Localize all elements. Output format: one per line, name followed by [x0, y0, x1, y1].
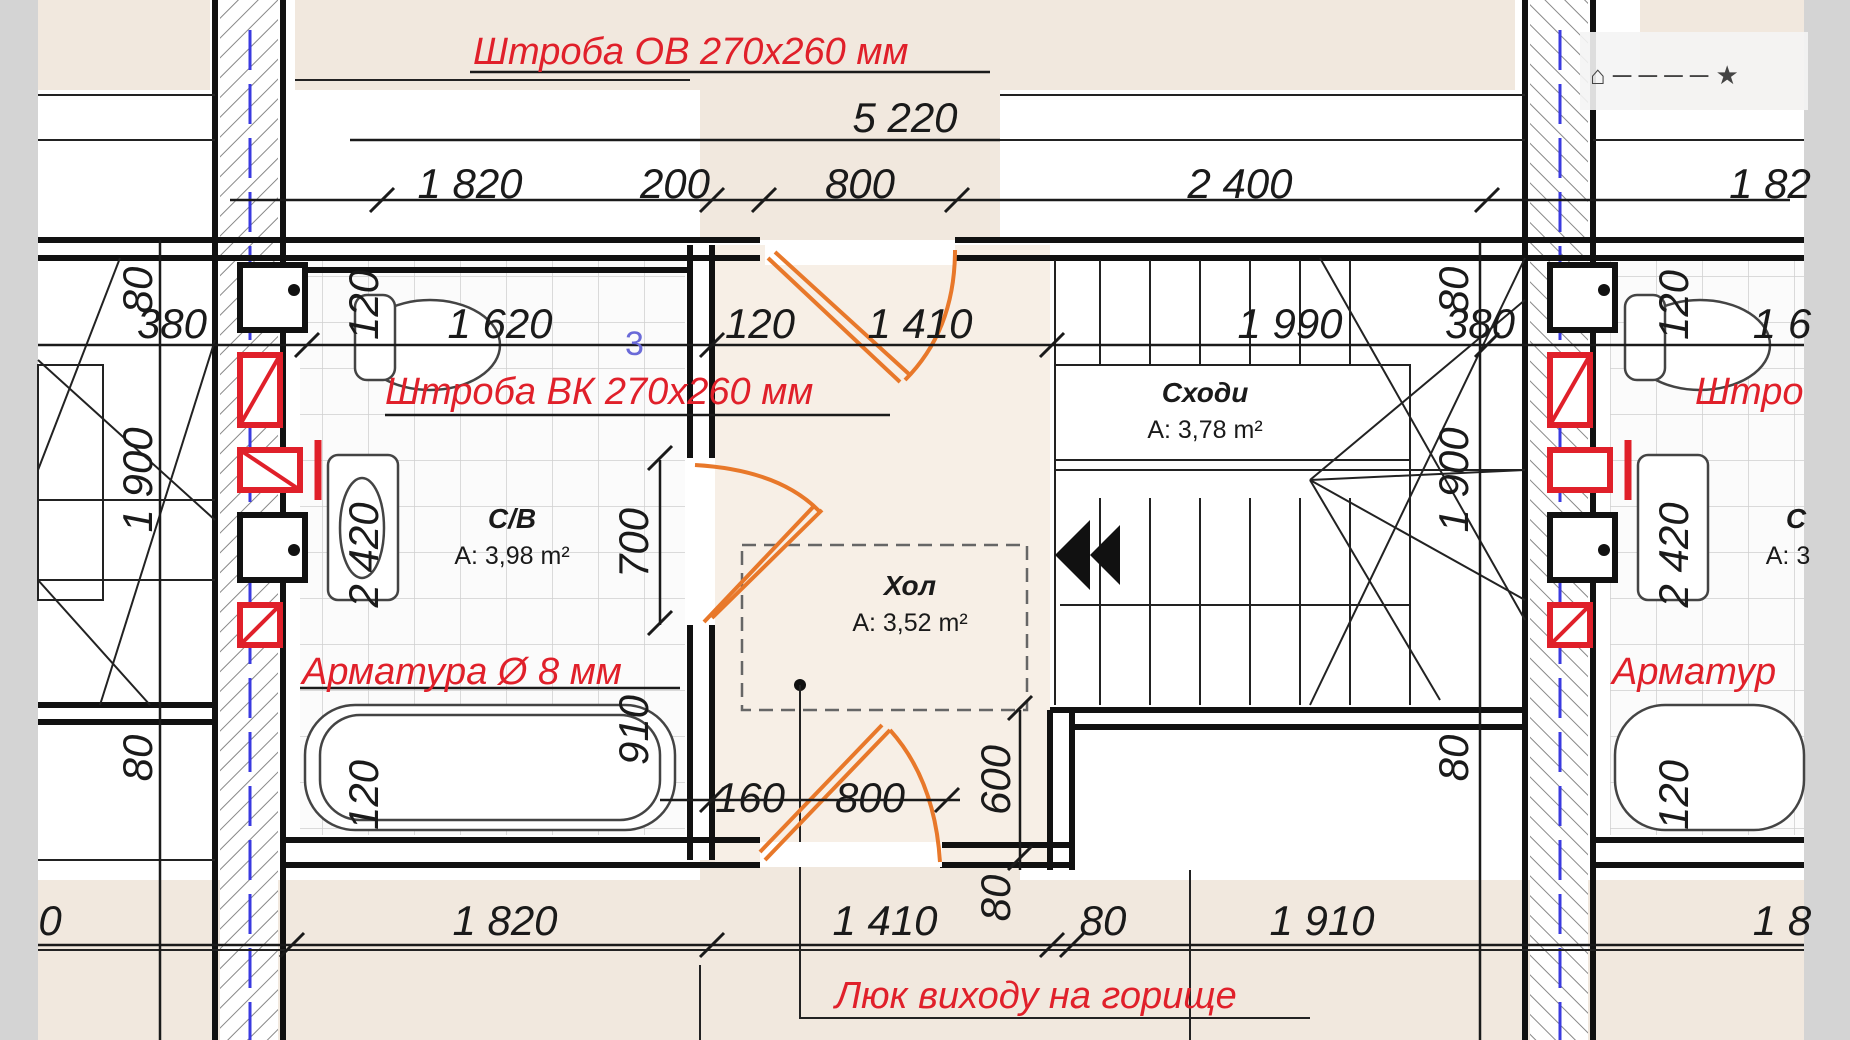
right-bathroom-area: А: 3 [1766, 542, 1810, 570]
dim-top-2400: 2 400 [1186, 160, 1293, 207]
dim-bottom-1820: 1 820 [452, 897, 558, 944]
dim-bottom-1910: 1 910 [1269, 897, 1375, 944]
thin-lines [37, 79, 1804, 1040]
staircase [1054, 260, 1526, 705]
dim-380-right: 380 [1445, 300, 1516, 347]
dim-bottom-1410: 1 410 [832, 897, 938, 944]
dim-top-200: 200 [639, 160, 711, 207]
note-shaft-vk-right: Штро [1695, 371, 1803, 413]
room-number: 3 [625, 325, 644, 363]
dim-v-80-lower-right: 80 [1430, 734, 1477, 781]
dimension-lines [38, 138, 1804, 1040]
hall-area: А: 3,52 m² [852, 609, 967, 637]
dim-1620: 1 620 [447, 300, 553, 347]
bathroom-name: С/В [488, 503, 536, 534]
dim-v-910: 910 [610, 694, 657, 765]
dim-v-80-bottom: 80 [972, 874, 1019, 921]
watermark-logo: ⌂ ─ ─ ─ ─ ★ [1590, 60, 1739, 90]
walls [38, 0, 1804, 1040]
dim-bottom-80: 80 [1080, 897, 1127, 944]
dim-v-600: 600 [972, 744, 1019, 815]
dim-v-2420-right: 2 420 [1650, 502, 1697, 609]
dim-1410: 1 410 [867, 300, 973, 347]
dim-120: 120 [725, 300, 796, 347]
dim-160: 160 [715, 774, 786, 821]
dim-v-120-left: 120 [340, 269, 387, 340]
dim-top-right-partial: 1 82 [1729, 160, 1811, 207]
dim-v-2420-left: 2 420 [340, 502, 387, 609]
note-shaft-ov: Штроба ОВ 270х260 мм [473, 31, 908, 73]
bathroom-area: А: 3,98 m² [454, 542, 569, 570]
doors [692, 245, 957, 867]
adjacent-areas [38, 0, 1804, 1040]
dim-v-1900-right: 1 900 [1430, 427, 1477, 533]
stairs-area: А: 3,78 m² [1147, 416, 1262, 444]
dim-v-120-lower-right: 120 [1650, 759, 1697, 830]
right-bathroom-name: С [1786, 503, 1807, 534]
dim-v-80-left: 80 [114, 266, 161, 313]
note-rebar: Арматура Ø 8 мм [300, 651, 622, 693]
note-rebar-right: Арматур [1610, 651, 1776, 693]
dim-v-120-right: 120 [1650, 269, 1697, 340]
risers [237, 262, 1632, 648]
dim-top-1820: 1 820 [417, 160, 523, 207]
dim-bottom-left-partial: 0 [38, 897, 62, 944]
attic-hatch-outline [740, 543, 1029, 712]
dim-top-total: 5 220 [852, 94, 958, 141]
dim-v-700: 700 [610, 507, 657, 578]
note-leaders [300, 70, 990, 690]
stair-direction-arrow [1055, 520, 1090, 590]
dimension-ticks [278, 186, 1501, 959]
dim-right-partial: 1 6 [1753, 300, 1812, 347]
dim-1990: 1 990 [1237, 300, 1343, 347]
dim-v-80-right: 80 [1430, 266, 1477, 313]
hall-name: Хол [882, 570, 936, 601]
stairs-name: Сходи [1162, 377, 1249, 408]
dim-v-120-lower-left: 120 [340, 759, 387, 830]
dim-380-left: 380 [137, 300, 208, 347]
dim-top-800: 800 [825, 160, 896, 207]
dim-v-80-lower-left: 80 [114, 734, 161, 781]
dim-800-lower: 800 [835, 774, 906, 821]
dim-bottom-right-partial: 1 8 [1753, 897, 1812, 944]
note-attic-hatch: Люк виходу на горище [832, 975, 1237, 1017]
watermark-patch [1580, 32, 1808, 110]
dim-v-1900-left: 1 900 [114, 427, 161, 533]
note-shaft-vk: Штроба ВК 270х260 мм [385, 371, 813, 413]
